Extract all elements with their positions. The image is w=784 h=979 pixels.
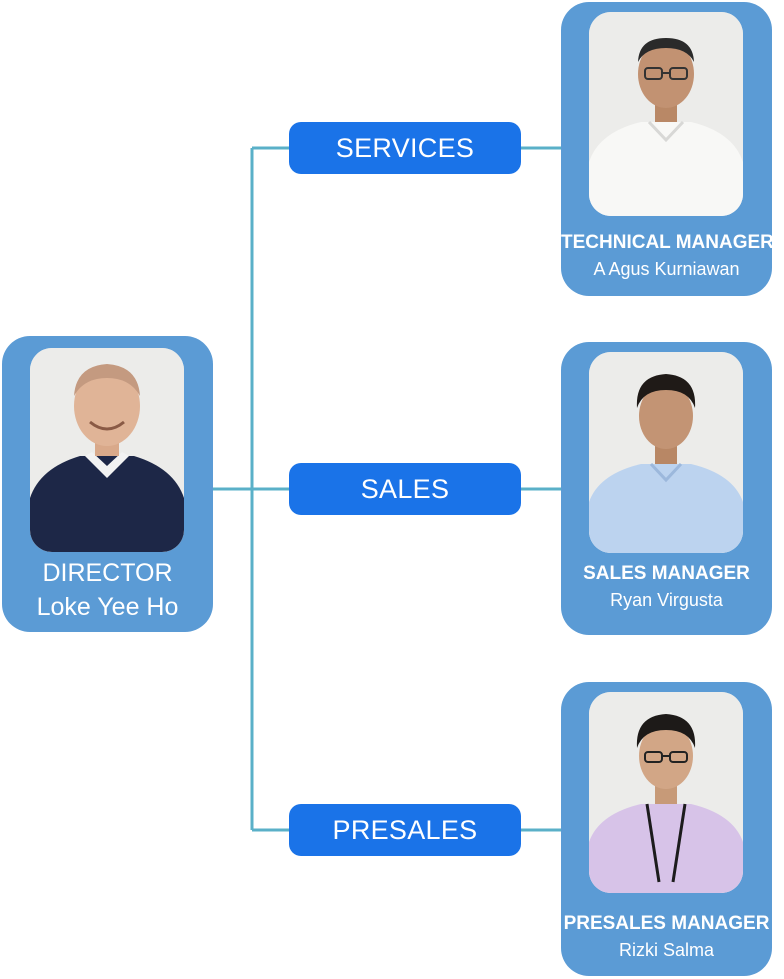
technical-manager-name: A Agus Kurniawan	[593, 259, 740, 279]
director-photo	[30, 348, 184, 552]
presales-manager-photo	[589, 692, 743, 893]
department-presales: PRESALES	[289, 804, 521, 856]
sales-manager-card: SALES MANAGER Ryan Virgusta	[561, 342, 772, 635]
presales-manager-name: Rizki Salma	[618, 940, 715, 960]
technical-manager-card: TECHNICAL MANAGER A Agus Kurniawan	[561, 2, 774, 296]
presales-manager-role: PRESALES MANAGER	[563, 913, 770, 934]
sales-manager-role: SALES MANAGER	[583, 563, 750, 584]
presales-manager-card: PRESALES MANAGER Rizki Salma	[561, 682, 772, 976]
technical-manager-photo	[589, 12, 743, 216]
department-sales: SALES	[289, 463, 521, 515]
department-presales-label: PRESALES	[332, 814, 478, 845]
technical-manager-role: TECHNICAL MANAGER	[561, 232, 774, 253]
director-card: DIRECTOR Loke Yee Ho	[2, 336, 213, 632]
department-services: SERVICES	[289, 122, 521, 174]
director-role: DIRECTOR	[42, 559, 173, 587]
director-name: Loke Yee Ho	[36, 593, 179, 621]
department-services-label: SERVICES	[335, 132, 475, 163]
sales-manager-name: Ryan Virgusta	[610, 590, 723, 610]
sales-manager-photo	[589, 352, 743, 553]
department-sales-label: SALES	[360, 473, 450, 504]
